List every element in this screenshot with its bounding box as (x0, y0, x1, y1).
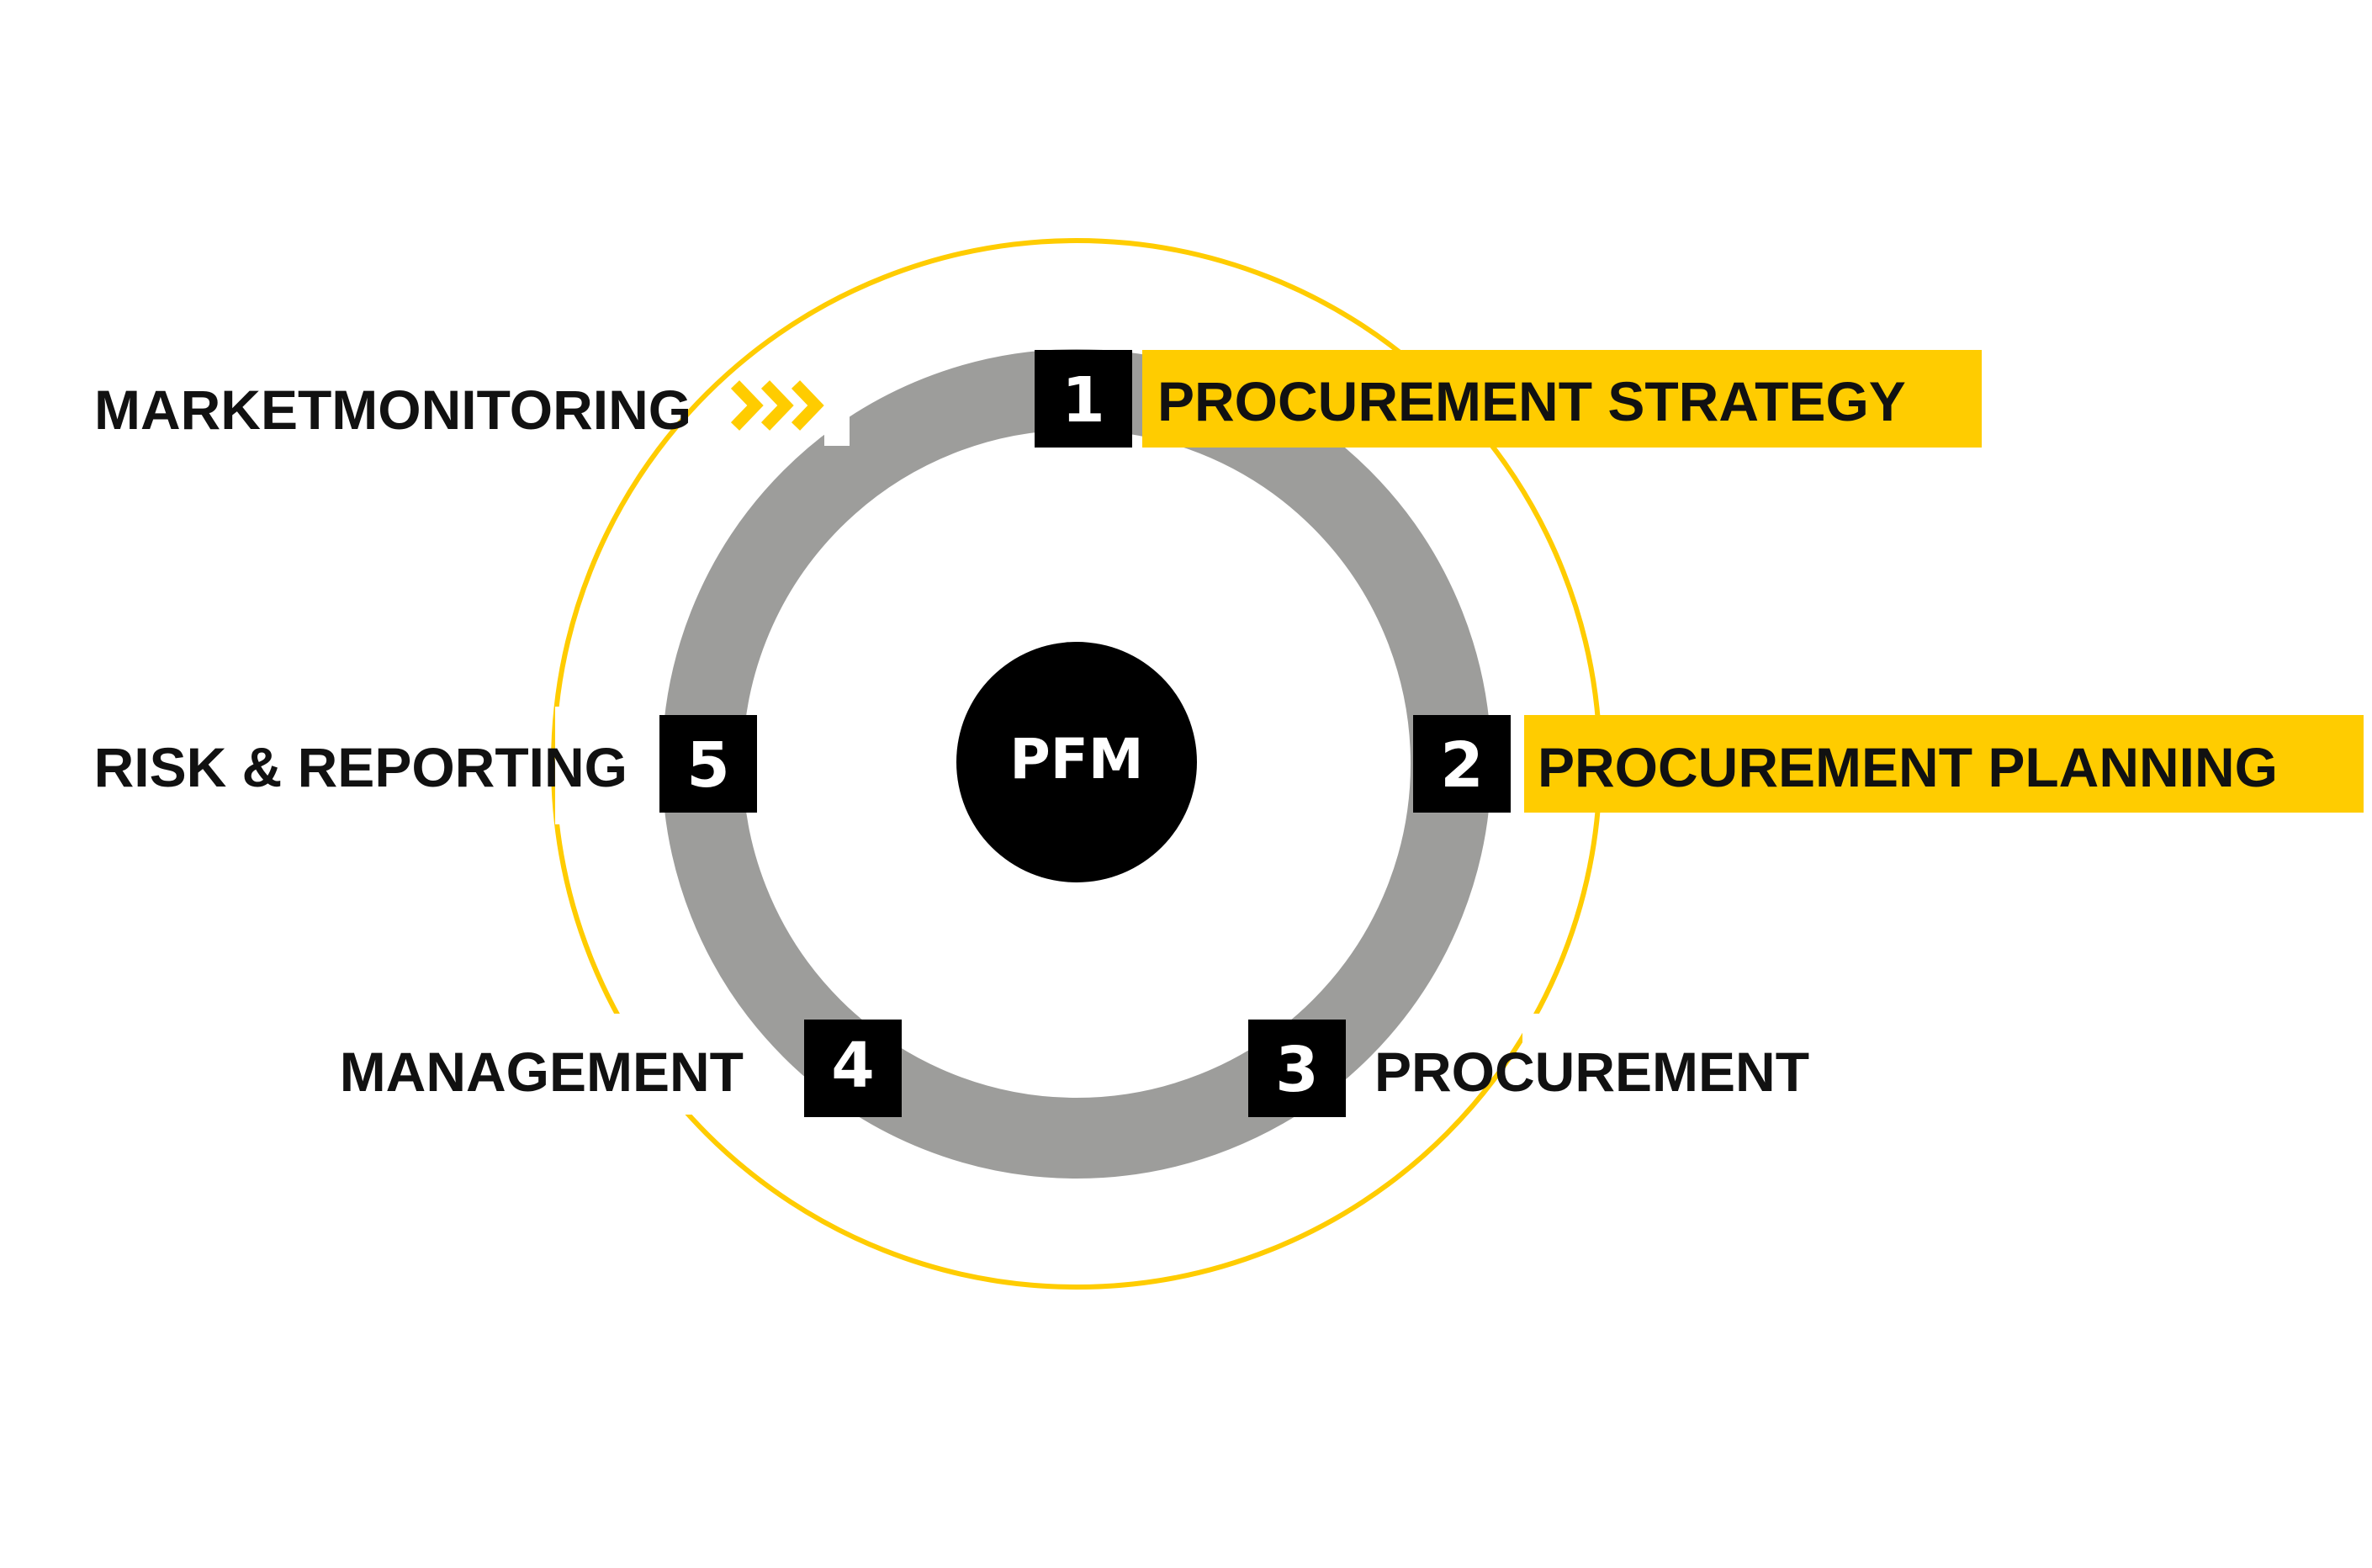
step-3-label: PROCUREMENT (1374, 1041, 1809, 1103)
step-2-number-box (1413, 715, 1511, 813)
step-5-number: 5 (686, 729, 730, 802)
outer-ring-gap (601, 1014, 702, 1115)
step-2-number: 2 (1440, 729, 1484, 802)
outer-ring-gap (555, 707, 656, 824)
step-1-number: 1 (1062, 364, 1105, 437)
step-2-highlight (1524, 715, 2364, 813)
step-1-highlight (1142, 350, 1982, 448)
step-4-number-box (804, 1020, 902, 1117)
step-1-number-box (1035, 350, 1132, 448)
step-4-label: MANAGEMENT (340, 1041, 744, 1103)
step-1-label: PROCUREMENT STRATEGY (1157, 370, 1906, 432)
center-label: PFM (1009, 727, 1143, 792)
triple-chevron-right-icon (730, 380, 824, 431)
outer-ring-gap (1522, 1014, 1615, 1115)
step-3-number: 3 (1275, 1034, 1319, 1106)
step-3-number-box (1248, 1020, 1346, 1117)
step-2-label: PROCUREMENT PLANNING (1538, 736, 2278, 798)
step-5-label: RISK & REPORTING (94, 736, 627, 798)
step-4-number: 4 (831, 1030, 875, 1102)
step-5-number-box (659, 715, 757, 813)
ring-entry-notch (824, 395, 850, 446)
market-monitoring-label: MARKETMONITORING (94, 379, 691, 441)
center-circle (956, 642, 1197, 882)
